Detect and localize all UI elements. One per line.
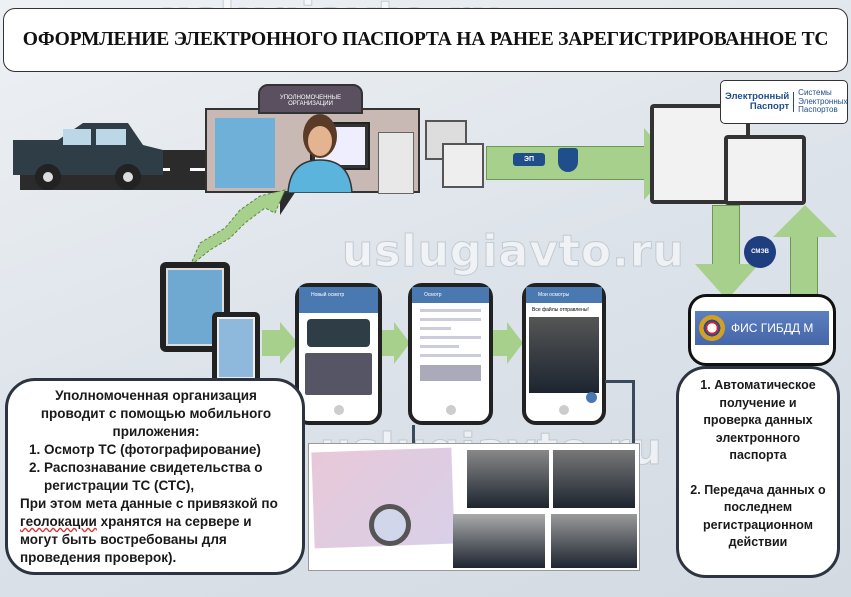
- title-banner: ОФОРМЛЕНИЕ ЭЛЕКТРОННОГО ПАСПОРТА НА РАНЕ…: [3, 8, 848, 72]
- upload-arrow: [189, 189, 286, 267]
- add-button[interactable]: [586, 392, 597, 403]
- fis-item-2: 2. Передача данных о последнем регистрац…: [690, 482, 826, 550]
- car-photo: [529, 317, 599, 393]
- step-arrow: [262, 330, 282, 356]
- description-item: Осмотр ТС (фотографирование): [44, 441, 292, 459]
- fis-description-box: 1. Автоматическое получение и проверка д…: [676, 366, 840, 578]
- home-button: [445, 405, 456, 415]
- fis-item-1: 1. Автоматическое получение и проверка д…: [700, 378, 816, 462]
- step-arrow-head: [507, 322, 523, 364]
- shield-icon: [558, 148, 578, 172]
- home-button: [559, 405, 569, 415]
- fis-gibdd-box: ФИС ГИБДД М: [688, 294, 836, 366]
- logo-text: Паспортов: [798, 105, 838, 115]
- magnifier-icon: [369, 504, 411, 546]
- down-arrow: [712, 205, 740, 265]
- building-label: УПОЛНОМОЧЕННЫЕ ОРГАНИЗАЦИИ: [279, 95, 342, 107]
- usb-label: ЭП: [523, 156, 534, 163]
- outro-text: геолокации: [20, 514, 97, 529]
- car-photo: [553, 450, 635, 508]
- car-photo: [307, 319, 370, 347]
- document-photo: [305, 353, 372, 395]
- step-arrow: [382, 330, 396, 356]
- phone-header: Осмотр: [412, 287, 489, 303]
- mobile-app-description-box: Уполномоченная организация проводит с по…: [5, 378, 305, 575]
- car-photo: [453, 514, 545, 568]
- car-icon: [13, 123, 163, 190]
- home-button: [333, 405, 344, 415]
- gibdd-emblem-icon: [699, 315, 725, 341]
- phone-header: Новый осмотр: [299, 287, 378, 303]
- building-roof: УПОЛНОМОЧЕННЫЕ ОРГАНИЗАЦИИ: [258, 84, 363, 114]
- logo-text: Электронных: [798, 96, 848, 106]
- smartphone-icon: [212, 312, 260, 384]
- watermark: uslugiavto.ru: [342, 226, 685, 278]
- up-arrow: [790, 235, 818, 295]
- smev-label: СМЭВ: [751, 249, 769, 255]
- description-intro: Уполномоченная организация проводит с по…: [40, 388, 272, 439]
- connector-line: [412, 425, 415, 445]
- connector-line: [605, 380, 635, 383]
- connector-line: [632, 380, 635, 445]
- step-arrow: [493, 330, 509, 356]
- phone-inspection: Осмотр: [408, 283, 493, 425]
- logo-text: Системы: [798, 88, 832, 98]
- inspection-photos-panel: [308, 443, 640, 571]
- operator-person-icon: [287, 114, 353, 193]
- logo-text: Электронный: [725, 91, 790, 102]
- electronic-passport-logo: Электронный Паспорт Системы Электронных …: [720, 80, 848, 124]
- page-title: ОФОРМЛЕНИЕ ЭЛЕКТРОННОГО ПАСПОРТА НА РАНЕ…: [22, 29, 829, 50]
- step-arrow-head: [394, 322, 410, 364]
- laptop: [724, 135, 806, 205]
- phone-new-inspection: Новый осмотр: [295, 283, 382, 425]
- usb-key-icon: ЭП: [513, 153, 545, 166]
- step-arrow-head: [280, 322, 298, 364]
- outro-text: При этом мета данные с привязкой по: [20, 496, 278, 511]
- server-icon: [378, 132, 414, 194]
- sent-status: Все файлы отправлены!: [532, 307, 589, 313]
- fis-gibdd-label: ФИС ГИБДД М: [731, 321, 814, 335]
- outro-text: хранятся на сервере и могут быть востреб…: [20, 514, 252, 565]
- phone-header: Мои осмотры: [526, 287, 602, 303]
- phone-my-inspections: Мои осмотры Все файлы отправлены!: [522, 283, 606, 425]
- description-outro: При этом мета данные с привязкой по геол…: [20, 495, 292, 567]
- car-photo: [551, 514, 637, 568]
- car-photo: [467, 450, 549, 508]
- building-window: [215, 118, 275, 188]
- smev-badge: СМЭВ: [744, 236, 776, 268]
- computer-icon: [442, 143, 484, 188]
- description-item: Распознавание свидетельства о регистраци…: [44, 459, 292, 495]
- logo-text: Паспорт: [749, 101, 790, 112]
- up-arrow-head: [773, 205, 837, 237]
